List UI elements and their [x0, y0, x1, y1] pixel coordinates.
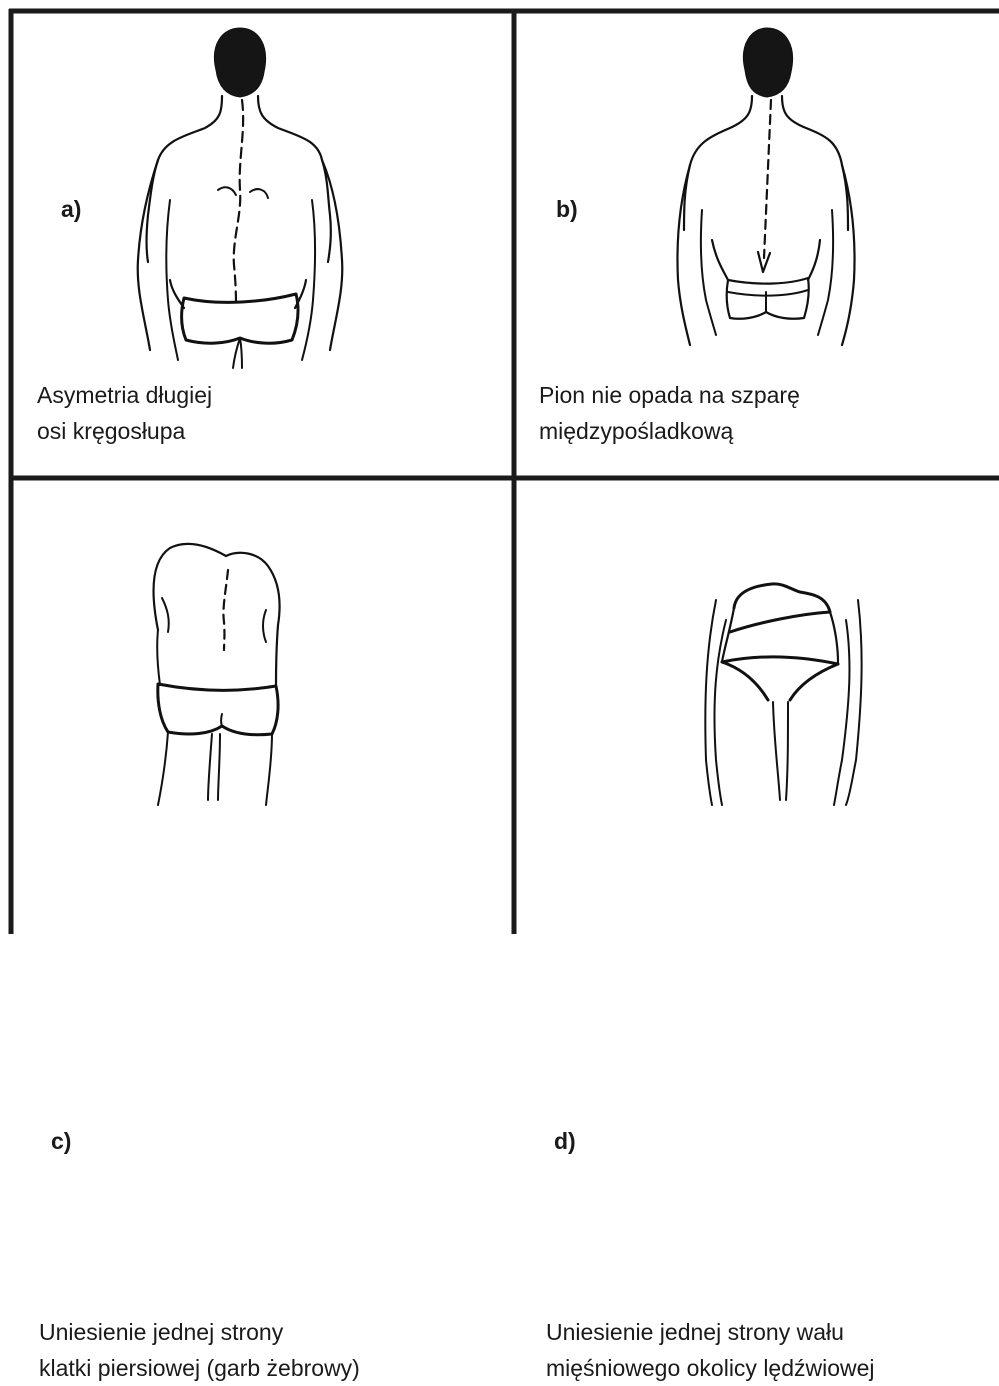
caption-b-line2: międzypośladkową [539, 418, 733, 444]
torso-left-side-c [157, 630, 160, 685]
buttock-right-d [790, 664, 838, 700]
inner-leg-c [208, 734, 220, 800]
left-arm-b [678, 165, 691, 345]
lumbar-figure-d [517, 481, 999, 934]
panel-letter-c: c) [51, 1128, 71, 1155]
caption-d: Uniesienie jednej strony wału mięśnioweg… [546, 1314, 875, 1386]
scapula-right-a [250, 189, 268, 198]
spine-line-a [234, 100, 243, 304]
lumbar-lower-edge-d [730, 612, 830, 632]
hair-b [743, 28, 792, 97]
lumbar-bulge-d [734, 584, 830, 612]
panel-c: c) Uniesienie jednej strony klatki piers… [14, 481, 511, 934]
torso-outline-a [147, 96, 223, 262]
caption-b-line1: Pion nie opada na szparę [539, 382, 800, 408]
hair-a [214, 28, 265, 97]
panel-letter-a: a) [61, 196, 81, 223]
shorts-a [182, 294, 298, 343]
right-arm-b-inner [818, 210, 833, 335]
shorts-b [727, 278, 809, 319]
left-leg-c [158, 732, 168, 805]
caption-b: Pion nie opada na szparę międzypośladkow… [539, 377, 800, 449]
left-arm-b-inner [701, 210, 716, 335]
torso-right-d [830, 612, 838, 662]
panel-letter-d: d) [554, 1128, 576, 1155]
back-contour-left-c [162, 598, 169, 632]
scapula-left-a [218, 187, 236, 195]
caption-d-line2: mięśniowego okolicy lędźwiowej [546, 1355, 875, 1381]
caption-c-line2: klatki piersiowej (garb żebrowy) [39, 1355, 360, 1381]
right-arm-a [322, 160, 342, 350]
torso-outline-c [154, 544, 280, 685]
caption-d-line1: Uniesienie jednej strony wału [546, 1319, 844, 1345]
torso-left-d [722, 608, 734, 662]
caption-a: Asymetria długiej osi kręgosłupa [37, 377, 212, 449]
buttock-left-d [722, 662, 768, 700]
left-arm-a-inner [166, 200, 178, 360]
spine-line-c [223, 570, 228, 650]
panel-b: b) Pion nie opada na szparę międzypoślad… [517, 14, 999, 475]
caption-a-line2: osi kręgosłupa [37, 418, 185, 444]
back-contour-right-c [263, 610, 266, 642]
right-leg-c [266, 734, 272, 805]
plumb-line-b [764, 100, 771, 258]
right-arm-b [842, 165, 855, 345]
panel-d: d) Uniesienie jednej strony wału mięśnio… [517, 481, 999, 934]
waist-b [712, 240, 820, 280]
caption-c-line1: Uniesienie jednej strony [39, 1319, 283, 1345]
shorts-waistband-d [722, 657, 838, 664]
panel-a: a) Asymetria długiej osi kręgosłupa [14, 14, 511, 475]
torso-outline-a-right [258, 96, 331, 262]
shorts-crease-a [233, 338, 242, 368]
inner-leg-d [773, 702, 788, 800]
caption-a-line1: Asymetria długiej [37, 382, 212, 408]
caption-c: Uniesienie jednej strony klatki piersiow… [39, 1314, 360, 1386]
shorts-c [158, 684, 278, 735]
right-arm-a-inner [302, 200, 315, 360]
bent-figure-c [14, 481, 511, 934]
panel-letter-b: b) [556, 196, 578, 223]
waist-a [170, 280, 306, 308]
shorts-waistband-b [728, 290, 808, 296]
shorts-crease-c [221, 714, 222, 726]
